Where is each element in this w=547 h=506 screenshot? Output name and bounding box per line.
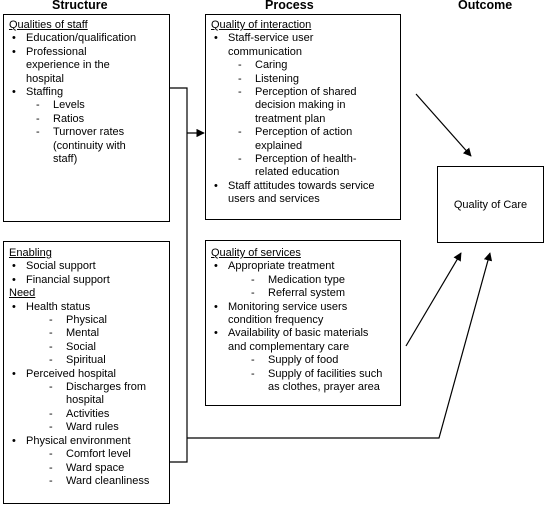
list-item: Ward space (9, 462, 169, 476)
list-item: Health status (9, 301, 169, 315)
list-item: experience in the (26, 59, 110, 72)
list-item: Social (9, 341, 169, 355)
box-enabling-need: EnablingSocial supportFinancial supportN… (3, 241, 170, 504)
list-item: treatment plan (255, 112, 326, 125)
arrow-services-to-care (405, 252, 462, 347)
list-item: explained (255, 139, 303, 152)
list-item: Monitoring service users (211, 301, 400, 315)
list-item: communication (228, 45, 302, 58)
box-quality-of-care: Quality of Care (437, 166, 544, 243)
list-item: Staffing (9, 86, 169, 100)
list-item: Physical (9, 314, 169, 328)
list-item: decision making in (255, 99, 346, 112)
list-item: Spiritual (9, 354, 169, 368)
item-list: Health statusPhysicalMentalSocialSpiritu… (9, 301, 169, 489)
list-item: Listening (211, 73, 400, 87)
list-item: Professional (9, 46, 169, 60)
section-title: Need (9, 287, 36, 300)
list-item: Financial support (9, 274, 169, 288)
list-item: related education (255, 166, 340, 179)
list-item: Ratios (9, 113, 169, 127)
header-outcome: Outcome (458, 0, 513, 12)
section-title: Enabling (9, 247, 52, 259)
list-item: Supply of food (211, 354, 400, 368)
outcome-label: Quality of Care (453, 198, 528, 211)
list-item: Perception of action (211, 126, 400, 140)
list-item: Perceived hospital (9, 368, 169, 382)
list-item: Perception of health- (211, 153, 400, 167)
list-item: Levels (9, 99, 169, 113)
list-item: Ward cleanliness (9, 475, 169, 489)
list-item: Staff-service user (211, 32, 400, 46)
box-quality-of-services: Quality of services Appropriate treatmen… (205, 240, 401, 406)
list-item: Perception of shared (211, 86, 400, 100)
list-item: Discharges from (9, 381, 169, 395)
list-item: as clothes, prayer area (268, 381, 380, 394)
list-item: Medication type (211, 274, 400, 288)
list-item: and complementary care (228, 340, 350, 353)
list-item: Education/qualification (9, 32, 169, 46)
list-item: Availability of basic materials (211, 327, 400, 341)
list-item: Mental (9, 327, 169, 341)
list-item: Staff attitudes towards service (211, 180, 400, 194)
list-item: Appropriate treatment (211, 260, 400, 274)
list-item: (continuity with (53, 139, 126, 152)
list-item: users and services (228, 193, 320, 206)
section-title: Quality of interaction (211, 19, 312, 31)
list-item: condition frequency (228, 314, 324, 327)
list-item: Social support (9, 260, 169, 274)
list-item: Turnover rates (9, 126, 169, 140)
list-item: Activities (9, 408, 169, 422)
item-list: Education/qualificationProfessionalexper… (9, 32, 169, 166)
list-item: Caring (211, 59, 400, 73)
list-item: hospital (66, 394, 104, 407)
connector-structure-bracket (170, 87, 188, 463)
item-list: Staff-service usercommunicationCaringLis… (211, 32, 400, 206)
list-item: Comfort level (9, 448, 169, 462)
list-item: hospital (26, 72, 64, 85)
list-item: Referral system (211, 287, 400, 301)
box-qualities-of-staff: Qualities of staff Education/qualificati… (3, 14, 170, 222)
item-list: Appropriate treatmentMedication typeRefe… (211, 260, 400, 394)
list-item: staff) (53, 153, 78, 166)
header-process: Process (265, 0, 314, 12)
header-structure: Structure (52, 0, 108, 12)
section-title: Quality of services (211, 247, 301, 259)
section-title: Qualities of staff (9, 19, 88, 31)
sections: EnablingSocial supportFinancial supportN… (9, 247, 169, 489)
arrow-interaction-to-care (415, 93, 472, 157)
item-list: Social supportFinancial support (9, 260, 169, 287)
list-item: Supply of facilities such (211, 368, 400, 382)
list-item: Ward rules (9, 421, 169, 435)
box-quality-of-interaction: Quality of interaction Staff-service use… (205, 14, 401, 220)
list-item: Physical environment (9, 435, 169, 449)
